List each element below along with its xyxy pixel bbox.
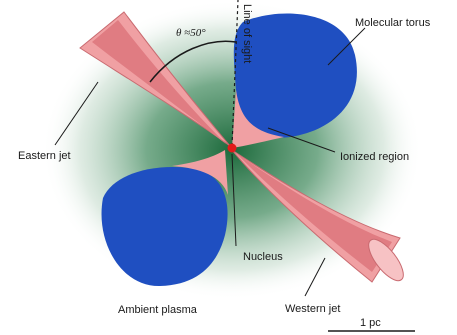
label-ionized-region: Ionized region: [340, 151, 409, 163]
label-ambient-plasma: Ambient plasma: [118, 304, 198, 316]
label-scale: 1 pc: [360, 317, 381, 329]
label-western-jet: Western jet: [285, 303, 340, 315]
label-molecular-torus: Molecular torus: [355, 17, 431, 29]
label-nucleus: Nucleus: [243, 251, 283, 263]
label-line-of-sight: Line of sight: [241, 4, 253, 63]
nucleus-dot: [228, 144, 237, 153]
label-angle: θ ≈50°: [176, 27, 206, 39]
label-eastern-jet: Eastern jet: [18, 150, 71, 162]
